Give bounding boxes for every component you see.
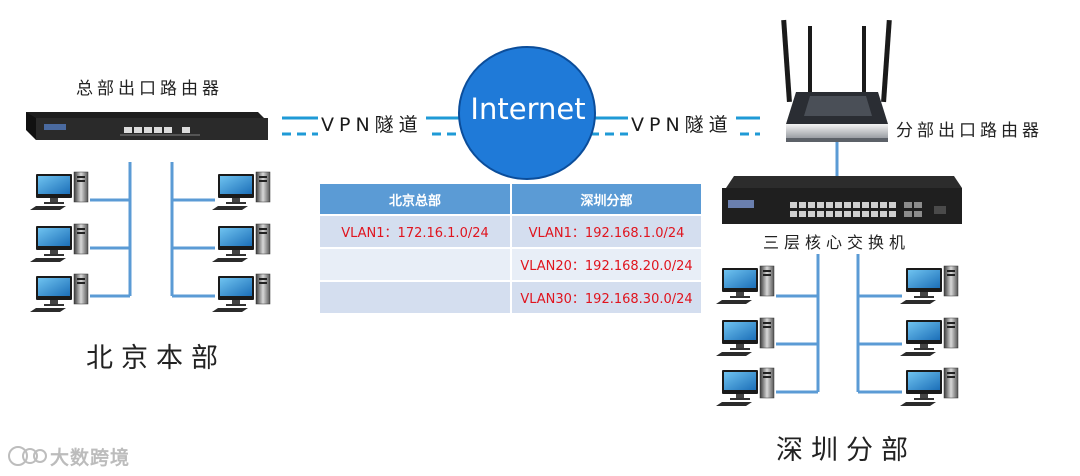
hq-router-icon [26, 112, 268, 140]
table-cell: VLAN30：192.168.30.0/24 [511, 280, 703, 313]
vlan-subnet-table: 北京总部 深圳分部 VLAN1：172.16.1.0/24 VLAN1：192.… [320, 184, 703, 313]
hq-router-label: 总部出口路由器 [76, 79, 223, 99]
table-cell: VLAN20：192.168.20.0/24 [511, 247, 703, 281]
watermark-text: 大数跨境 [50, 447, 131, 469]
core-switch-label: 三层核心交换机 [763, 233, 911, 252]
table-cell [320, 247, 512, 281]
table-header-hq: 北京总部 [320, 184, 512, 215]
branch-lan-links [776, 254, 902, 394]
table-cell [320, 280, 512, 313]
hq-lan-links [90, 162, 215, 298]
table-row: VLAN30：192.168.30.0/24 [320, 280, 703, 313]
core-switch-icon [722, 176, 962, 224]
table-cell: VLAN1：192.168.1.0/24 [511, 214, 703, 248]
internet-circle [458, 46, 596, 180]
hq-site-title: 北京本部 [86, 343, 226, 374]
internet-label: Internet [470, 92, 586, 126]
branch-site-title: 深圳分部 [776, 435, 916, 466]
branch-router-icon [781, 19, 892, 142]
table-cell: VLAN1：172.16.1.0/24 [320, 214, 512, 248]
branch-pc-icons [715, 265, 959, 407]
table-header-branch: 深圳分部 [511, 184, 703, 215]
watermark-logo [8, 446, 47, 466]
vpn-tunnel-label-right: VPN隧道 [628, 110, 736, 137]
branch-router-label: 分部出口路由器 [896, 121, 1043, 141]
vpn-tunnel-label-left: VPN隧道 [318, 110, 426, 137]
table-row: VLAN1：172.16.1.0/24 VLAN1：192.168.1.0/24 [320, 214, 703, 248]
table-row: VLAN20：192.168.20.0/24 [320, 247, 703, 281]
hq-pc-icons [29, 171, 271, 313]
